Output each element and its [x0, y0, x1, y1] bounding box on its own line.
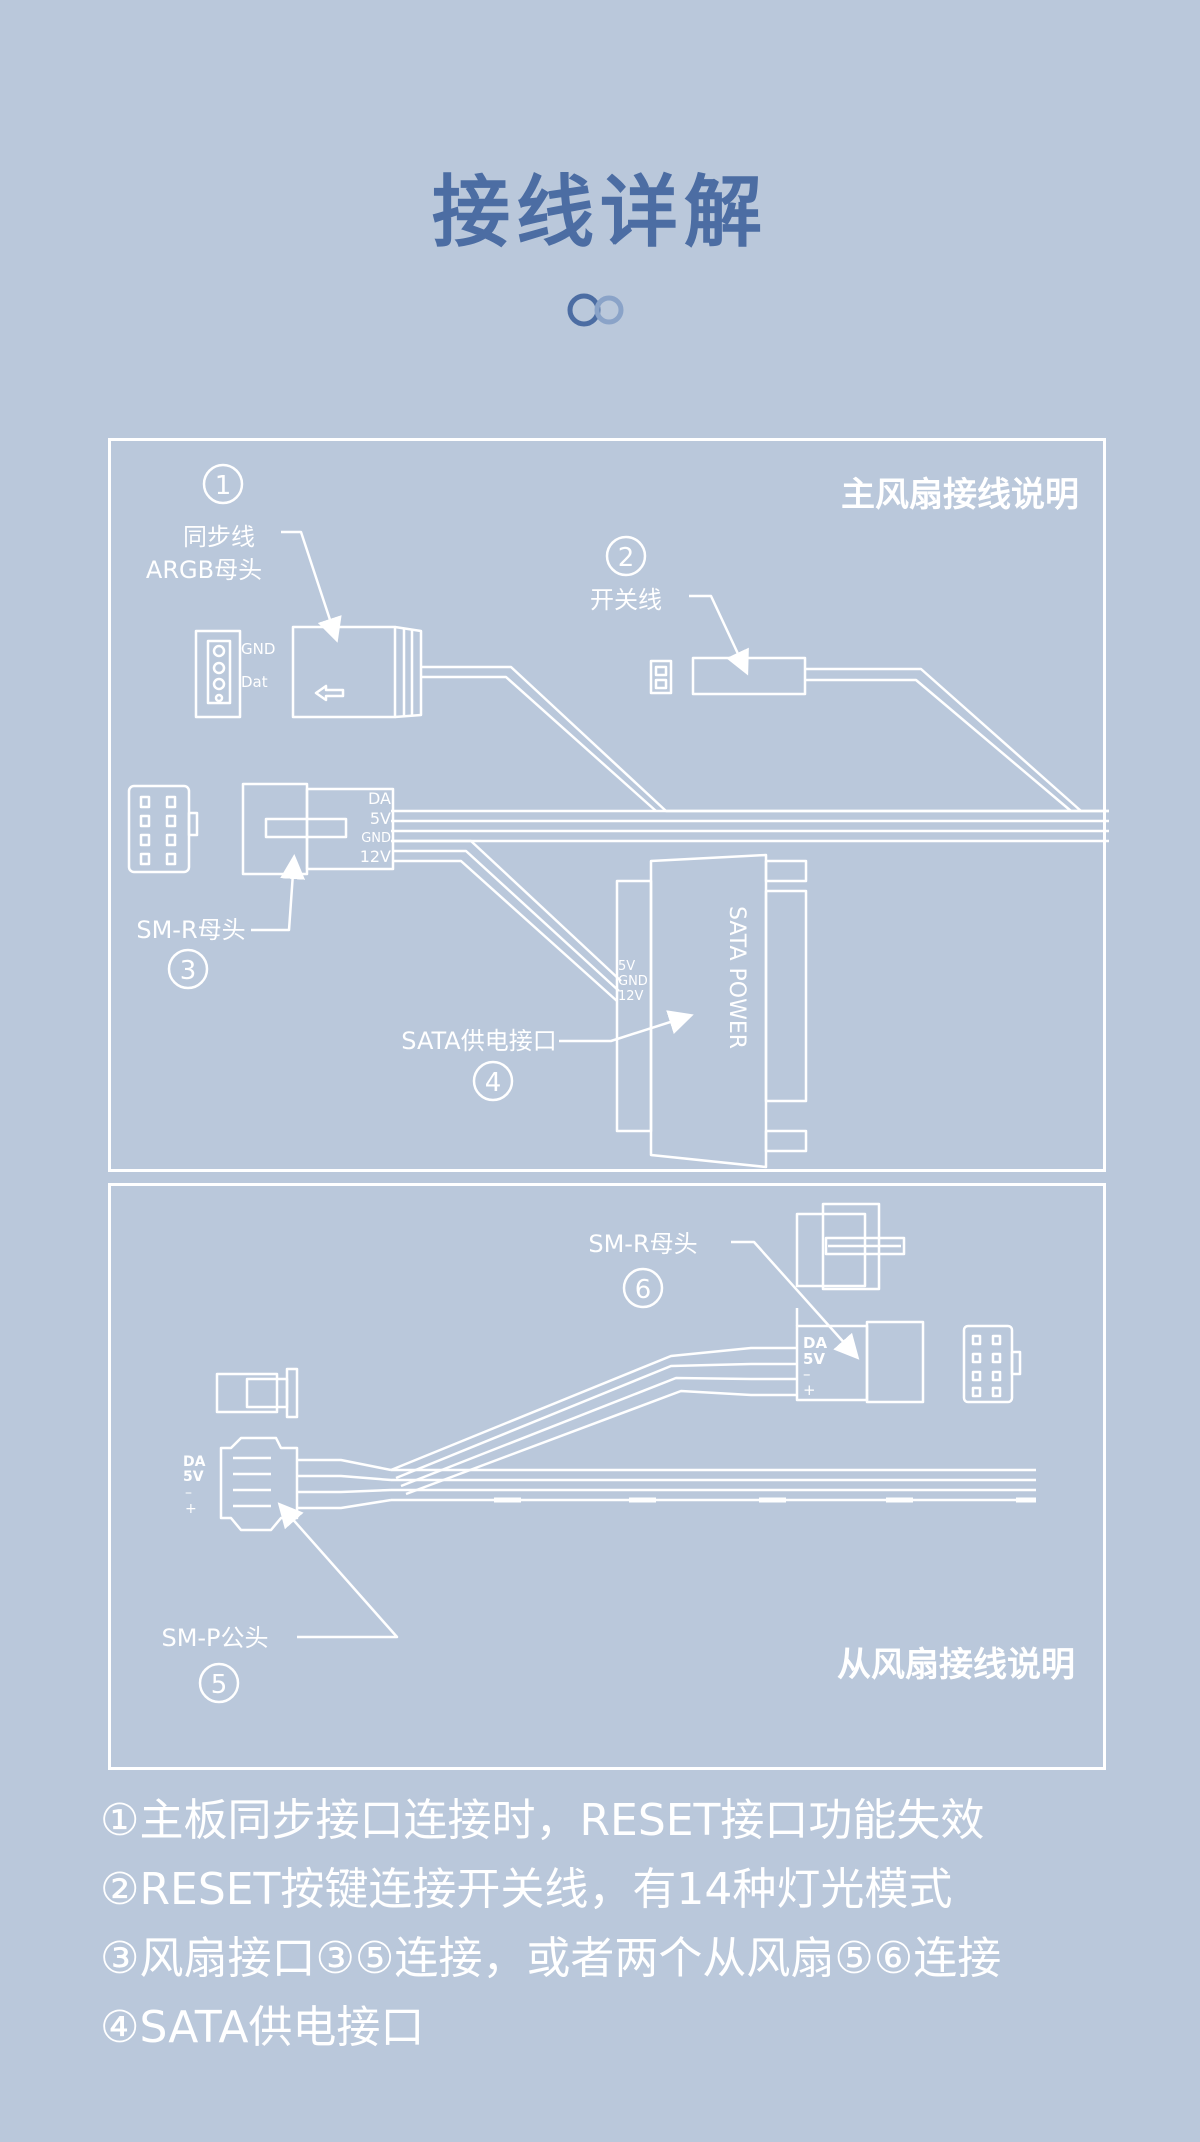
- smr-female-label: SM-R母头: [136, 916, 245, 944]
- note-item: ①主板同步接口连接时，RESET接口功能失效: [100, 1795, 985, 1846]
- note-item: ④SATA供电接口: [100, 2002, 425, 2053]
- marker-5-circle: [198, 1662, 240, 1704]
- rings-decoration-icon: [567, 293, 624, 327]
- smr-pin-12v: 12V: [360, 847, 391, 866]
- marker-3-circle: [167, 948, 209, 990]
- slave-smr-pin-5v: 5V: [803, 1350, 825, 1368]
- slave-smp-pin-plus: +: [185, 1501, 197, 1517]
- marker-1-circle: [202, 463, 244, 505]
- slave-smp-male-label: SM-P公头: [161, 1624, 268, 1652]
- marker-5-number: 5: [211, 1670, 228, 1700]
- switch-connector: [691, 656, 807, 696]
- notes-list: ①主板同步接口连接时，RESET接口功能失效 ②RESET按键连接开关线，有14…: [100, 1786, 1180, 2062]
- page-title: 接线详解: [431, 168, 768, 258]
- sata-pin-gnd: GND: [618, 974, 648, 989]
- smr-pin-5v: 5V: [370, 809, 391, 828]
- argb-connector-body: [291, 625, 397, 719]
- sata-connector-body: [649, 853, 768, 1169]
- marker-4-circle: [472, 1060, 514, 1102]
- slave-smp-pin-minus: –: [185, 1485, 192, 1501]
- slave-smr-pin-da: DA: [803, 1334, 827, 1352]
- marker-2-circle: [605, 535, 647, 577]
- slave-fan-diagram: SM-R母头 6 DA 5V – +: [161, 1202, 1075, 1704]
- smr-female-face: [127, 784, 191, 874]
- switch-pin-header: [649, 659, 673, 695]
- argb-female-label: ARGB母头: [146, 556, 262, 584]
- marker-2-number: 2: [618, 543, 635, 573]
- marker-6-circle: [622, 1267, 664, 1309]
- marker-4-number: 4: [485, 1068, 502, 1098]
- slave-smp-pin-da: DA: [183, 1454, 206, 1470]
- slave-smp-male-body: [219, 1436, 299, 1532]
- sata-connector-front: [615, 879, 653, 1133]
- marker-1-number: 1: [215, 471, 232, 501]
- slave-smp-top-body: [215, 1372, 279, 1414]
- slave-smr-top-body: [795, 1212, 867, 1288]
- main-panel-heading: 主风扇接线说明: [841, 475, 1079, 515]
- argb-pin-gnd: GND: [241, 640, 275, 658]
- note-item: ②RESET按键连接开关线，有14种灯光模式: [100, 1864, 953, 1915]
- switch-cable-label: 开关线: [590, 586, 662, 614]
- argb-pin-dat: Dat: [241, 673, 268, 691]
- sata-pin-12v: 12V: [618, 989, 644, 1004]
- slave-smr-female-label: SM-R母头: [588, 1230, 697, 1258]
- slave-smr-pin-plus: +: [803, 1381, 816, 1399]
- sata-power-text: SATA POWER: [724, 906, 749, 1049]
- main-fan-diagram: 主风扇接线说明 1 同步线 ARGB母头 GND Dat 2 开关线: [127, 463, 1109, 1169]
- slave-smp-pin-5v: 5V: [183, 1469, 204, 1485]
- sata-pin-5v: 5V: [618, 959, 635, 974]
- marker-6-number: 6: [635, 1275, 652, 1305]
- main-fan-panel: 主风扇接线说明 1 同步线 ARGB母头 GND Dat 2 开关线: [108, 438, 1109, 1172]
- smr-pin-gnd: GND: [361, 831, 391, 846]
- sync-cable-label: 同步线: [183, 523, 255, 551]
- slave-smr-face: [962, 1324, 1014, 1404]
- sata-power-label: SATA供电接口: [401, 1027, 556, 1055]
- slave-smr-pin-minus: –: [803, 1365, 811, 1383]
- smr-female-body: [241, 782, 309, 876]
- slave-panel-heading: 从风扇接线说明: [837, 1645, 1075, 1685]
- marker-3-number: 3: [180, 956, 197, 986]
- note-item: ③风扇接口③⑤连接，或者两个从风扇⑤⑥连接: [100, 1933, 1002, 1984]
- argb-connector-face: [194, 629, 242, 719]
- slave-fan-panel: SM-R母头 6 DA 5V – +: [108, 1183, 1106, 1770]
- smr-pin-da: DA: [368, 789, 391, 808]
